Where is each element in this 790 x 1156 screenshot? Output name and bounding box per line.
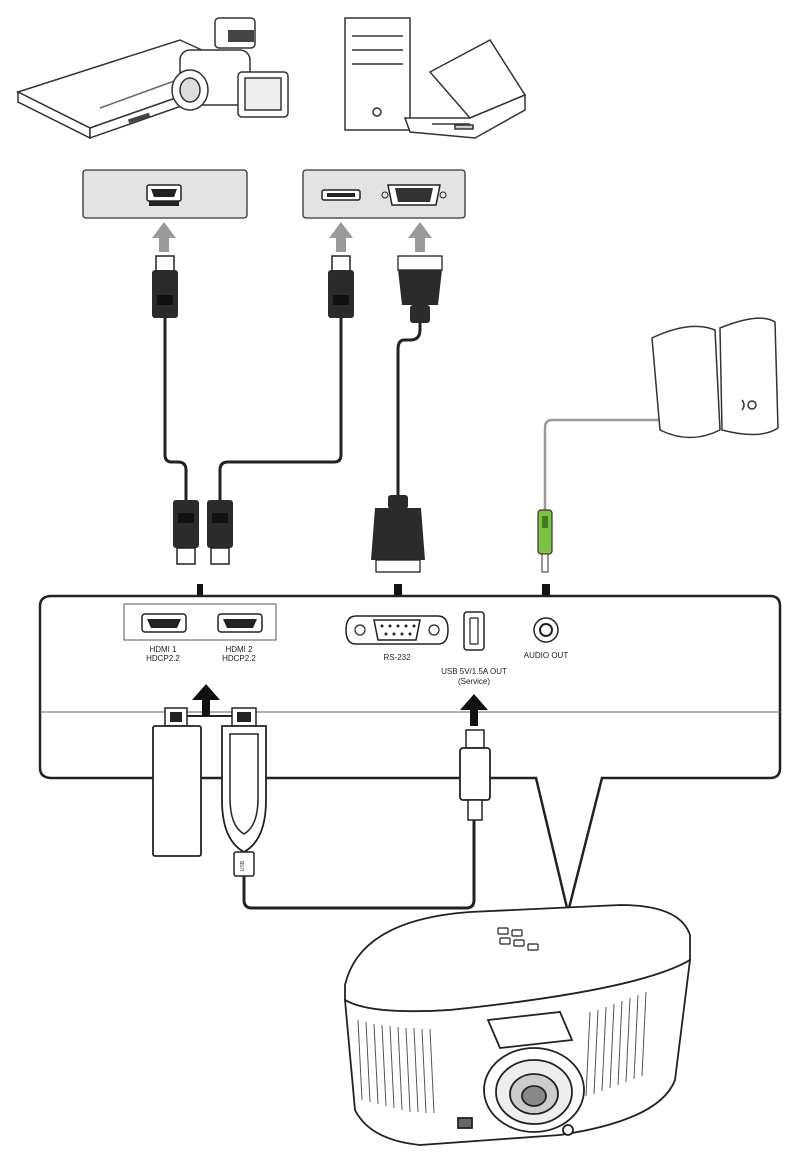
arrow-up-gray-icon [329,222,353,252]
vga-plug-icon [397,255,443,323]
hdmi-plug-icon [152,255,178,318]
vga-port-icon [381,184,447,206]
audio-jack-plug-icon [537,509,553,573]
arrow-up-gray-icon [152,222,176,252]
hdmi-2-label: HDMI 2 [225,645,253,654]
hdmi-2-port [217,613,263,633]
laptop-icon [403,39,527,139]
arrow-up-black-icon [192,684,220,716]
hdmi-cable [218,318,343,500]
arrow-up-gray-icon [408,222,432,252]
projector-icon [343,904,692,1146]
hdmi-1-port [141,613,187,633]
source-panel-right [302,169,466,219]
audio-out-port [533,617,559,643]
hdmi-1-label: HDMI 1 [149,645,177,654]
desktop-tower-icon [344,17,411,131]
hdmi-plug-icon [328,255,354,318]
usb-plug-label: USB [240,860,246,871]
vga-plug-icon [371,495,425,573]
vga-cable [396,322,422,495]
camcorder-icon [171,17,289,118]
rs232-port [345,615,449,645]
audio-out-label: AUDIO OUT [524,651,569,660]
usb-plug-icon [459,729,491,821]
usb-port [463,611,485,651]
hdmi-1-hdcp-label: HDCP2.2 [146,654,180,663]
source-panel-left [82,169,248,219]
audio-cable [543,418,662,510]
hdmi-port-icon [146,184,182,206]
hdmi-plug-icon [173,500,199,565]
usb-label: USB 5V/1.5A OUT [441,667,507,676]
arrow-up-black-icon [460,694,488,726]
hdmi-port-icon [321,189,361,201]
hdmi-stick-dongle-icon [152,707,202,857]
projector-rear-panel-callout [38,594,782,913]
hdmi-plug-icon [207,500,233,565]
hdmi-wireless-dongle-icon: USB [221,707,267,877]
hdmi-2-hdcp-label: HDCP2.2 [222,654,256,663]
usb-service-label: (Service) [458,677,490,686]
hdmi-cable [163,318,188,500]
speakers-icon [651,317,779,439]
rs232-label: RS-232 [383,653,411,662]
usb-power-cable [242,820,476,910]
